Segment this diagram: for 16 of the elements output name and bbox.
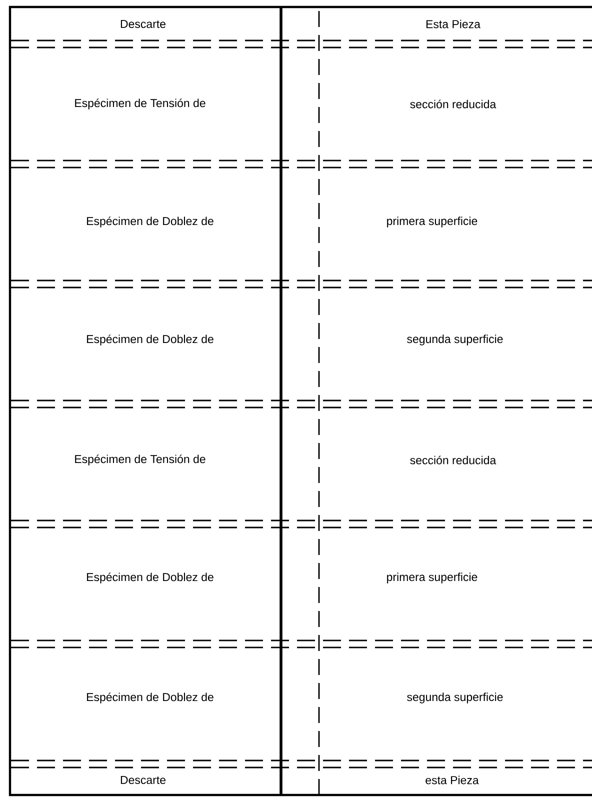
section-label: primera superficie <box>384 571 480 585</box>
section-label: Esta Pieza <box>424 18 482 30</box>
section-label: Espécimen de Tensión de <box>72 453 208 467</box>
section-label: Espécimen de Doblez de <box>84 691 216 705</box>
section-label: Espécimen de Doblez de <box>84 215 216 229</box>
section-label: Espécimen de Tensión de <box>72 97 208 111</box>
section-label: segunda superficie <box>405 333 505 347</box>
section-label: primera superficie <box>384 215 480 229</box>
section-label: Espécimen de Doblez de <box>84 571 216 585</box>
section-label: sección reducida <box>408 98 498 110</box>
section-label: Espécimen de Doblez de <box>84 333 216 347</box>
section-label: esta Pieza <box>424 774 480 786</box>
section-label: sección reducida <box>408 454 498 466</box>
section-label: segunda superficie <box>405 691 505 705</box>
section-label: Descarte <box>118 18 168 30</box>
section-label: Descarte <box>118 774 168 786</box>
